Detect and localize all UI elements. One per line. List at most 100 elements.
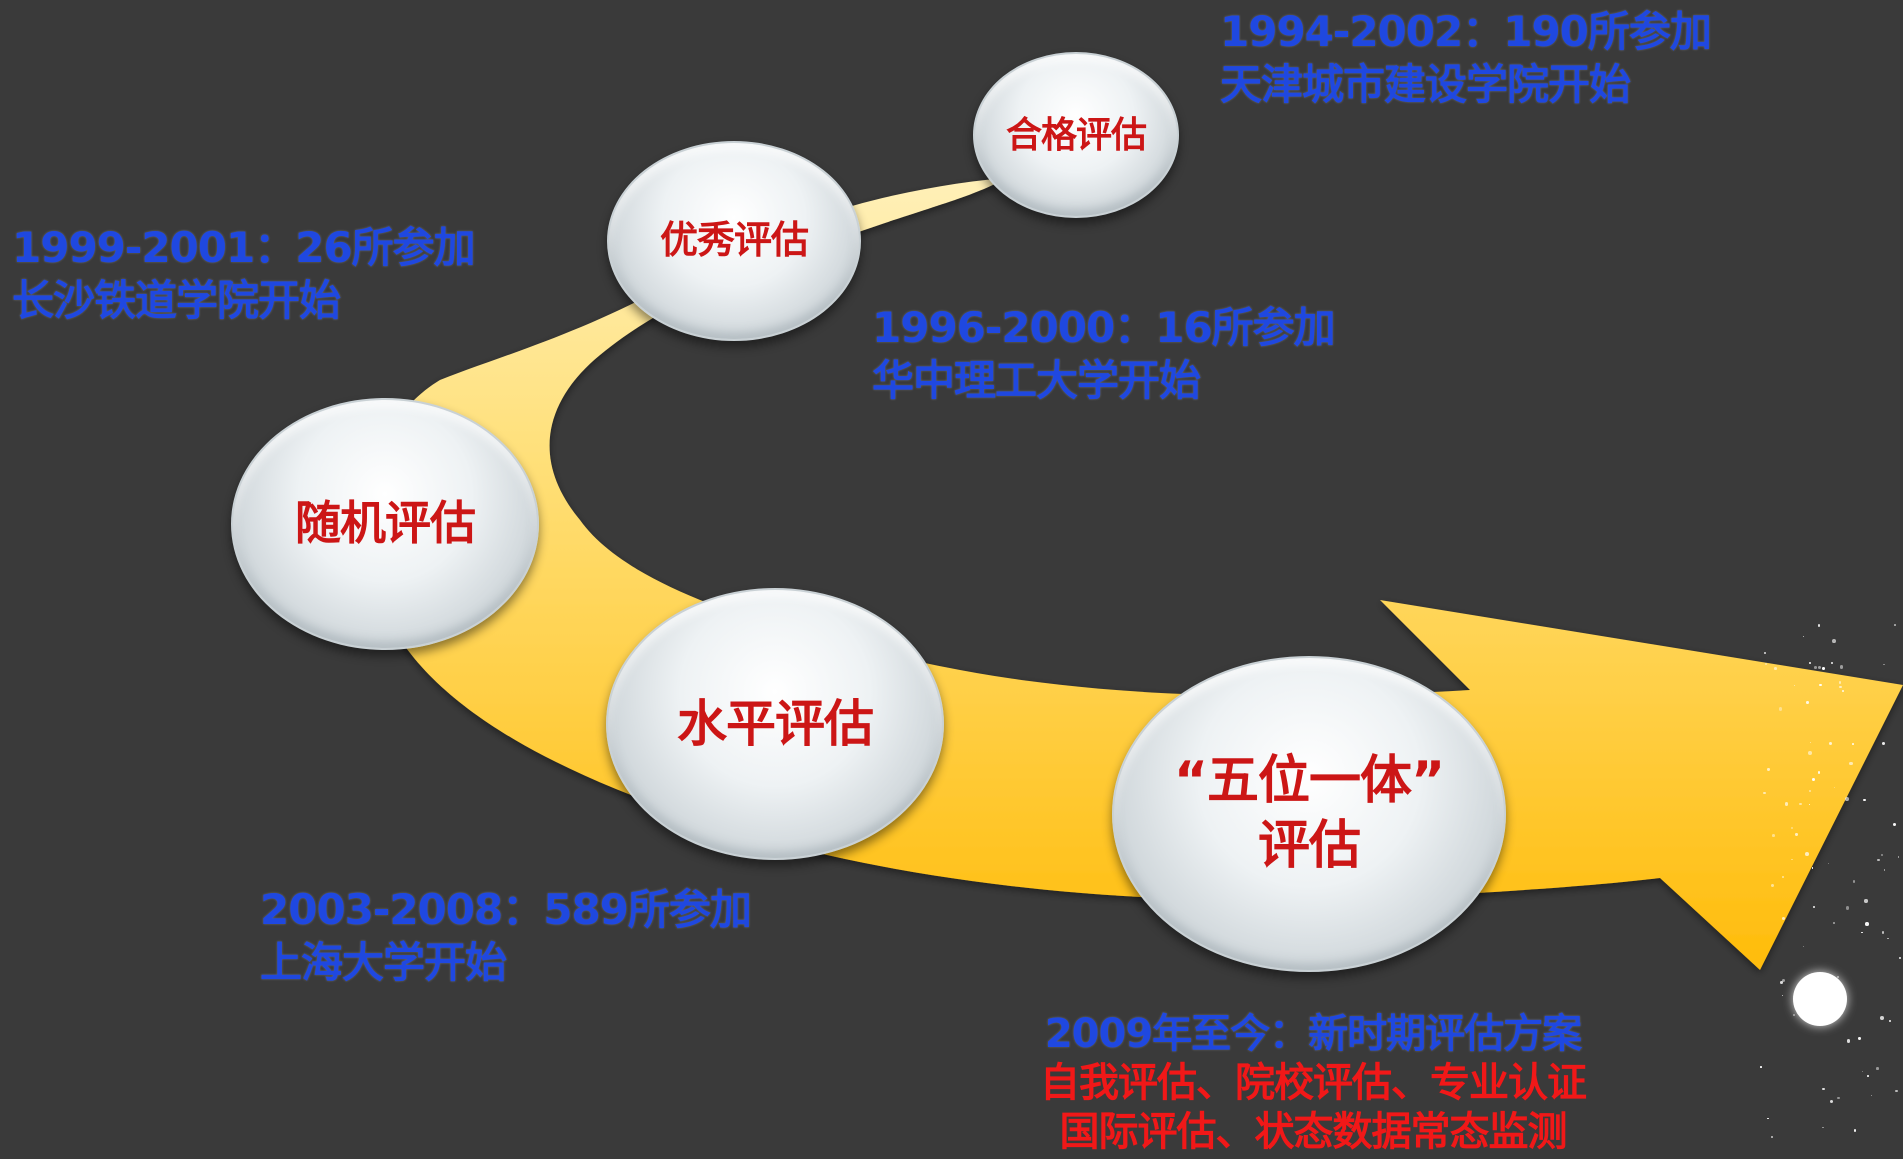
star-dot <box>1802 635 1805 638</box>
star-dot <box>1809 803 1811 805</box>
caption-excellent: 1996-2000：16所参加 华中理工大学开始 <box>872 302 1336 407</box>
caption-five-in-one-line2: 自我评估、院校评估、专业认证 <box>1040 1059 1587 1106</box>
star-dot <box>1773 666 1777 670</box>
star-dot <box>1841 689 1844 692</box>
star-dot <box>1781 875 1785 879</box>
star-dot <box>1880 1016 1885 1020</box>
star-dot <box>1833 786 1836 789</box>
star-dot <box>1861 1071 1864 1073</box>
star-dot <box>1805 852 1810 857</box>
star-dot <box>1809 742 1811 744</box>
node-qualified-evaluation: 合格评估 <box>973 52 1179 218</box>
node-random-evaluation: 随机评估 <box>231 398 539 650</box>
star-dot <box>1822 1126 1824 1128</box>
star-dot <box>1770 1135 1773 1138</box>
star-dot <box>1897 856 1900 858</box>
star-dot <box>1864 899 1868 903</box>
star-dot <box>1813 666 1817 669</box>
star-dot <box>1791 858 1793 861</box>
star-dot <box>1846 1038 1851 1043</box>
star-dot <box>1812 906 1816 909</box>
star-dot <box>1858 1037 1861 1040</box>
caption-excellent-line2: 华中理工大学开始 <box>872 355 1201 405</box>
star-dot <box>1883 663 1885 666</box>
star-dot <box>1837 976 1840 979</box>
star-dot <box>1865 922 1869 926</box>
star-dot <box>1895 1089 1898 1092</box>
caption-level-line2: 上海大学开始 <box>260 937 507 987</box>
caption-five-in-one-line3: 国际评估、状态数据常态监测 <box>1059 1108 1568 1155</box>
star-dot <box>1898 956 1902 960</box>
node-random-label: 随机评估 <box>295 496 476 551</box>
star-dot <box>1867 1074 1870 1077</box>
star-dot <box>1881 741 1885 745</box>
star-dot <box>1763 791 1767 795</box>
star-dot <box>1833 921 1835 924</box>
star-dot <box>1780 981 1783 985</box>
star-dot <box>1781 994 1783 996</box>
caption-five-in-one: 2009年至今：新时期评估方案 自我评估、院校评估、专业认证 国际评估、状态数据… <box>1040 1010 1587 1156</box>
star-dot <box>1876 1066 1879 1070</box>
caption-random: 1999-2001：26所参加 长沙铁道学院开始 <box>12 222 476 327</box>
star-dot <box>1837 1097 1840 1100</box>
star-dot <box>1763 652 1766 655</box>
node-five-in-one-label-line1: “五位一体” <box>1173 751 1445 811</box>
caption-qualified-line1: 1994-2002：190所参加 <box>1220 7 1712 56</box>
star-dot <box>1829 1100 1833 1104</box>
star-dot <box>1808 751 1812 756</box>
star-dot <box>1828 863 1830 865</box>
caption-level: 2003-2008：589所参加 上海大学开始 <box>260 884 752 989</box>
caption-random-line2: 长沙铁道学院开始 <box>12 275 341 325</box>
star-dot <box>1767 1117 1769 1120</box>
star-dot <box>1819 683 1822 687</box>
node-qualified-label: 合格评估 <box>1005 114 1147 156</box>
star-dot <box>1889 1019 1892 1022</box>
star-dot <box>1892 822 1897 827</box>
star-dot <box>1830 661 1834 664</box>
star-dot <box>1861 931 1863 934</box>
caption-level-line1: 2003-2008：589所参加 <box>260 885 752 934</box>
star-dot <box>1863 799 1866 802</box>
star-dot <box>1809 790 1812 792</box>
star-dot <box>1828 741 1833 746</box>
star-dot <box>1882 931 1885 934</box>
star-dot <box>1794 684 1796 686</box>
star-dot <box>1809 662 1812 665</box>
star-dot <box>1883 869 1886 872</box>
star-dot <box>1853 1129 1857 1132</box>
caption-qualified-line2: 天津城市建设学院开始 <box>1220 59 1631 109</box>
star-dot <box>1770 884 1774 888</box>
star-dot <box>1887 937 1889 940</box>
star-dot <box>1838 681 1841 684</box>
star-dot <box>1893 623 1896 626</box>
star-dot <box>1760 1066 1762 1068</box>
caption-random-line1: 1999-2001：26所参加 <box>12 223 476 272</box>
star-dot <box>1845 906 1850 910</box>
star-dot <box>1880 853 1884 857</box>
star-dot <box>1852 743 1854 745</box>
star-dot <box>1818 624 1821 627</box>
star-dot <box>1791 826 1794 829</box>
moon <box>1793 972 1847 1026</box>
star-dot <box>1877 858 1880 862</box>
star-dot <box>1832 638 1836 643</box>
star-dot <box>1781 978 1785 982</box>
node-level-evaluation: 水平评估 <box>606 588 944 860</box>
star-dot <box>1779 707 1783 711</box>
star-dot <box>1822 1087 1825 1091</box>
star-dot <box>1793 1013 1795 1016</box>
star-dot <box>1772 833 1775 837</box>
caption-qualified: 1994-2002：190所参加 天津城市建设学院开始 <box>1220 6 1712 111</box>
star-dot <box>1852 880 1856 884</box>
star-dot <box>1767 768 1770 771</box>
node-excellent-label: 优秀评估 <box>659 218 809 263</box>
node-five-in-one-label-line2: 评估 <box>1257 816 1361 876</box>
star-dot <box>1795 833 1798 836</box>
star-dot <box>1849 762 1853 766</box>
star-dot <box>1839 685 1843 689</box>
star-dot <box>1784 802 1789 806</box>
star-dot <box>1803 946 1805 948</box>
star-dot <box>1821 667 1825 671</box>
star-dot <box>1782 917 1786 921</box>
